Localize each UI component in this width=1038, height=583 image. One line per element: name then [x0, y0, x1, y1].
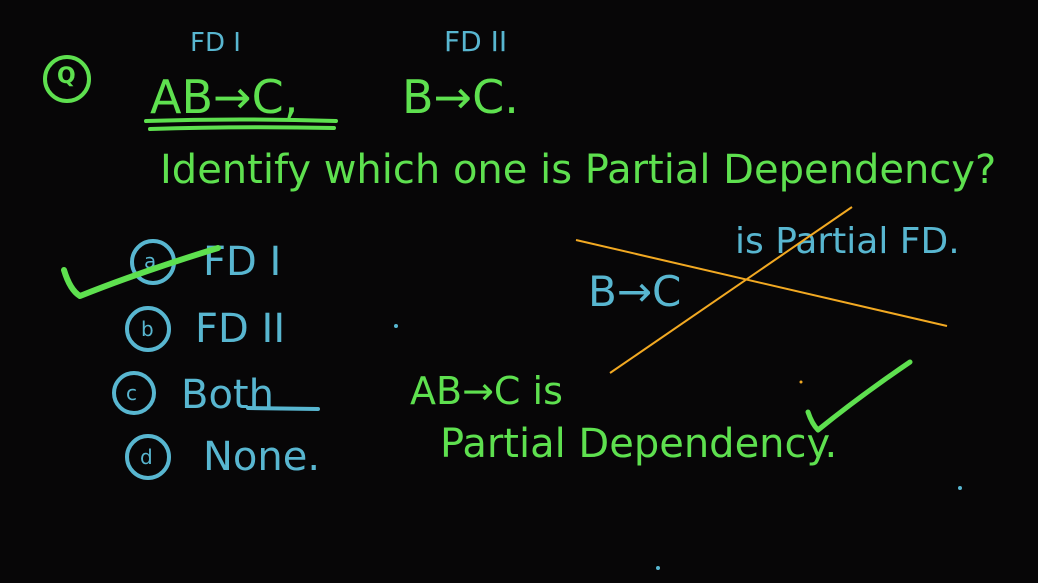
option-a-text: FD I	[203, 239, 282, 285]
option-a-check-icon	[61, 245, 221, 299]
option-c-text: Both	[181, 372, 274, 418]
question-prompt: Identify which one is Partial Dependency…	[160, 147, 997, 193]
option-d-marker: d	[140, 445, 153, 469]
option-c-marker: c	[126, 381, 137, 405]
crossed-out-statement: is Partial FD.	[735, 221, 960, 262]
option-b-text: FD II	[195, 306, 286, 352]
answer-line-1: AB→C is	[410, 369, 563, 413]
answer-line-2: Partial Dependency.	[440, 421, 838, 467]
fd2-expression: B→C.	[402, 70, 519, 124]
question-marker-label: Q	[57, 64, 76, 89]
fd1-label: FD I	[190, 28, 241, 58]
answer-check-icon	[805, 359, 913, 433]
fd2-label: FD II	[444, 25, 508, 58]
ink-dot	[799, 380, 803, 384]
option-a-marker: a	[144, 249, 157, 273]
crossed-out-expression: B→C	[588, 267, 682, 316]
ink-dot	[656, 566, 660, 570]
ink-dot	[394, 324, 398, 328]
fd1-expression: AB→C,	[150, 70, 299, 124]
ink-dot	[958, 486, 962, 490]
fd1-underline-2	[148, 125, 336, 131]
option-d-text: None.	[203, 434, 321, 480]
option-b-marker: b	[141, 317, 154, 341]
